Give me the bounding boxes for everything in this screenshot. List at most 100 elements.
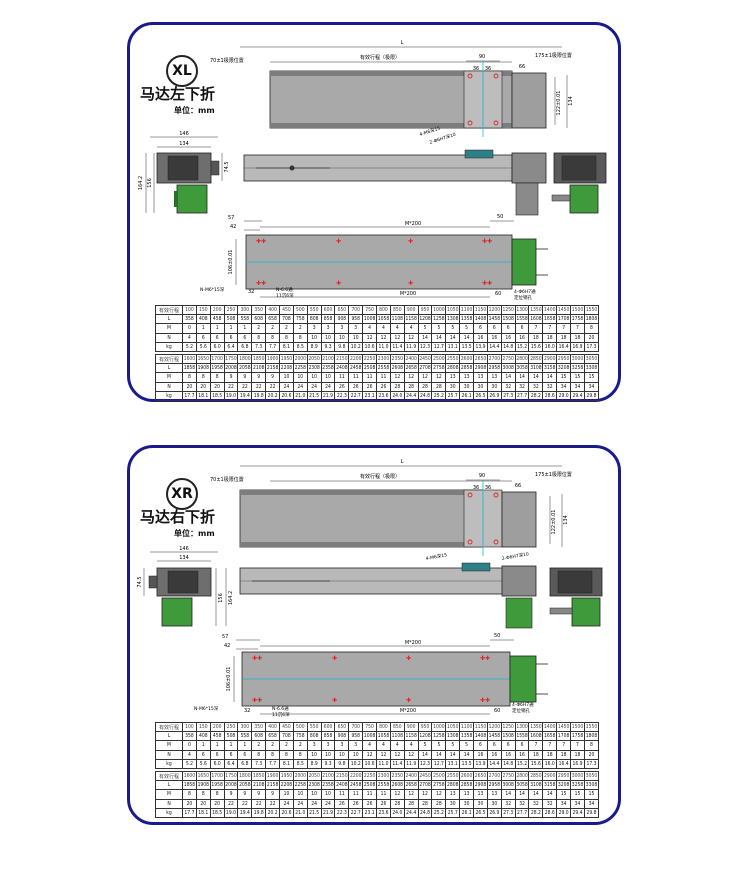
table-cell: 1658 xyxy=(542,731,558,742)
table-cell: 1858 xyxy=(182,780,197,791)
table-cell: 22.3 xyxy=(334,390,350,401)
table-cell: 5.6 xyxy=(195,341,211,352)
table-cell: 1 xyxy=(209,740,225,751)
table-cell: 1958 xyxy=(209,363,225,374)
table-cell: 458 xyxy=(209,314,225,325)
table-cell: 350 xyxy=(251,304,267,316)
table-cell: 11 xyxy=(334,789,350,800)
table-cell: 4 xyxy=(376,740,391,751)
table-cell: 15.6 xyxy=(528,758,544,769)
table-cell: 6 xyxy=(237,749,253,760)
row-header-cell: kg xyxy=(155,390,183,401)
table-cell: 2858 xyxy=(459,363,475,374)
table-cell: 10 xyxy=(306,749,322,760)
table-cell: 6 xyxy=(486,740,502,751)
table-cell: 2600 xyxy=(459,353,475,365)
table-cell: 5.2 xyxy=(182,341,197,352)
table-cell: 2950 xyxy=(556,353,572,365)
table-cell: 9 xyxy=(237,789,253,800)
table-cell: 20 xyxy=(182,381,197,392)
row-header-cell: L xyxy=(155,780,183,791)
table-cell: 5 xyxy=(445,740,461,751)
table-cell: 10 xyxy=(320,749,336,760)
table-cell: 1158 xyxy=(403,314,419,325)
table-cell: 26 xyxy=(376,381,391,392)
table-cell: 1908 xyxy=(195,363,211,374)
table-cell: 1 xyxy=(195,740,211,751)
table-cell: 26 xyxy=(362,381,378,392)
dim-stroke: 有效行程（极限） xyxy=(360,473,400,480)
table-cell: 1850 xyxy=(251,353,267,365)
table-cell: 2550 xyxy=(445,770,461,782)
motor-bottom xyxy=(509,655,537,703)
table-cell: 18 xyxy=(570,749,585,760)
table-cell: 1258 xyxy=(431,731,447,742)
table-cell: 28 xyxy=(431,381,447,392)
table-cell: 3308 xyxy=(583,780,600,791)
table-cell: 1400 xyxy=(542,721,558,733)
table-cell: 2350 xyxy=(389,353,405,365)
table-cell: 14 xyxy=(445,332,461,343)
table-cell: 0 xyxy=(182,323,197,334)
table-cell: 3000 xyxy=(570,770,585,782)
table-cell: 2258 xyxy=(292,363,308,374)
row-header-cell: 有效行程 xyxy=(155,353,183,365)
table-cell: 27.3 xyxy=(500,807,516,818)
table-cell: 1908 xyxy=(195,780,211,791)
table-cell: 32 xyxy=(500,381,516,392)
svg-text:✚: ✚ xyxy=(406,655,411,662)
table-cell: 708 xyxy=(279,314,294,325)
table-cell: 11.0 xyxy=(376,758,391,769)
table-cell: 8 xyxy=(182,789,197,800)
table-cell: 450 xyxy=(279,721,294,733)
table-cell: 1408 xyxy=(473,314,488,325)
table-cell: 22 xyxy=(251,798,267,809)
table-cell: 1 xyxy=(209,323,225,334)
table-cell: 29.8 xyxy=(583,807,600,818)
table-cell: 2200 xyxy=(348,353,364,365)
table-cell: 10 xyxy=(292,372,308,383)
table-cell: 15.2 xyxy=(514,758,530,769)
table-cell: 1250 xyxy=(500,304,516,316)
dim-60: 60 xyxy=(495,291,501,297)
table-cell: 558 xyxy=(237,731,253,742)
table-cell: 2550 xyxy=(445,353,461,365)
table-cell: 29.0 xyxy=(556,807,572,818)
table-cell: 6 xyxy=(514,740,530,751)
table-cell: 2508 xyxy=(362,363,378,374)
table-cell: 34 xyxy=(556,381,572,392)
table-cell: 16 xyxy=(500,749,516,760)
table-cell: 2808 xyxy=(445,780,461,791)
table-cell: 28 xyxy=(403,381,419,392)
dim-limit-left: 70±1极限位置 xyxy=(210,57,244,64)
table-cell: 9 xyxy=(237,372,253,383)
table-cell: 12 xyxy=(389,749,405,760)
table-cell: 3050 xyxy=(583,353,600,365)
table-cell: 12 xyxy=(389,332,405,343)
table-cell: 16 xyxy=(514,332,530,343)
table-cell: 1350 xyxy=(528,304,544,316)
table-cell: 2850 xyxy=(528,770,544,782)
table-cell: 21.5 xyxy=(306,807,322,818)
table-cell: 22 xyxy=(251,381,267,392)
table-cell: 17.3 xyxy=(583,341,600,352)
drawing-panel-xl: XL 马达左下折 单位：mm L 70±1极限位置 有效行程（极限） 90 36… xyxy=(127,22,621,402)
dim-m200b: M*200 xyxy=(400,291,416,297)
dim-m200b: M*200 xyxy=(400,708,416,714)
note-nm6: N-M6*15深 xyxy=(194,705,219,712)
table-cell: 11 xyxy=(376,789,391,800)
dim-146: 146 xyxy=(179,131,189,137)
note-n66: N-6.6通 xyxy=(276,286,293,293)
table-cell: 750 xyxy=(362,304,378,316)
table-cell: 708 xyxy=(279,731,294,742)
table-cell: 1658 xyxy=(542,314,558,325)
table-cell: 13.1 xyxy=(445,341,461,352)
table-cell: 3 xyxy=(334,740,350,751)
